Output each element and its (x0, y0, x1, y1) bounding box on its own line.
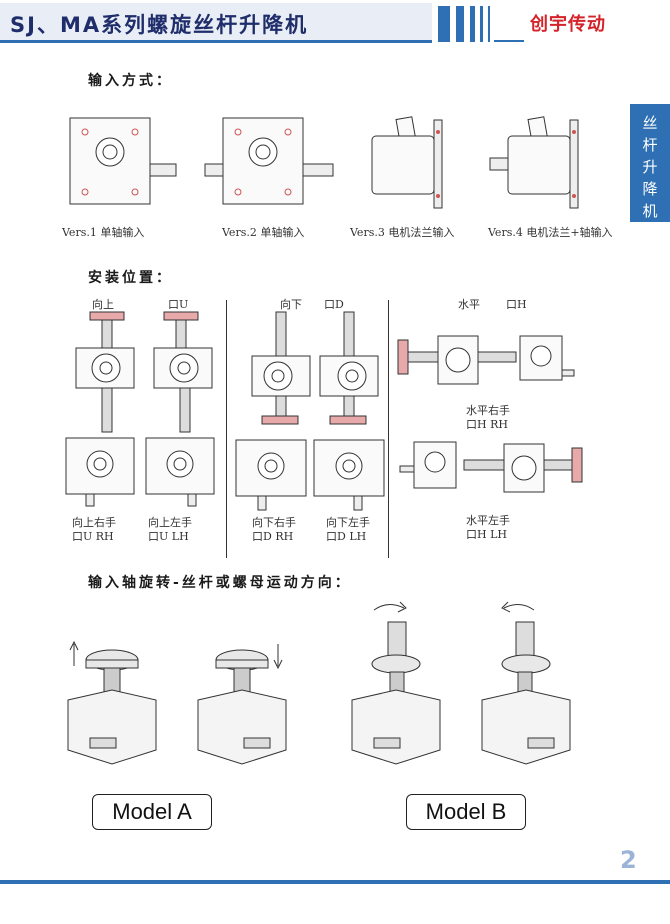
mount-down-code: 口D (324, 298, 344, 311)
vers4-label: Vers.4 电机法兰+轴输入 (488, 226, 613, 239)
mount-up-code: 口U (168, 298, 189, 311)
vers1-label: Vers.1 单轴输入 (62, 226, 145, 239)
side-tab-char: 降 (642, 180, 658, 198)
mount-horizontal-code: 口H (506, 298, 527, 311)
mount-down-right: 向下右手 口D RH (252, 516, 296, 544)
footer-rule (0, 880, 670, 884)
vers2-drawing (204, 117, 334, 205)
up-lh-front-drawing (145, 437, 215, 507)
down-lh-front-drawing (313, 439, 385, 511)
model-a-label: Model A (92, 794, 212, 830)
mount-down-left: 向下左手 口D LH (326, 516, 370, 544)
mount-up-left-line2: 口U LH (148, 530, 189, 543)
down-rh-side-drawing (251, 311, 311, 425)
horiz-lh-drawing (399, 441, 583, 493)
vers3-label: Vers.3 电机法兰输入 (350, 226, 455, 239)
up-rh-front-drawing (65, 437, 135, 507)
mount-up-right-line1: 向上右手 (72, 516, 116, 529)
up-rh-side-drawing (75, 311, 135, 433)
model-b-label: Model B (406, 794, 526, 830)
vers1-drawing (69, 117, 177, 205)
mount-horiz-left: 水平左手 口H LH (466, 514, 510, 542)
mount-horizontal-cn: 水平 (458, 298, 480, 311)
title-banner: SJ、MA系列螺旋丝杆升降机 (0, 3, 432, 43)
mount-horiz-right-line2: 口H RH (466, 418, 508, 431)
column-divider (226, 300, 227, 558)
section-input-method: 输入方式： (88, 73, 173, 89)
page-title: SJ、MA系列螺旋丝杆升降机 (10, 13, 309, 37)
mount-up-right: 向上右手 口U RH (72, 516, 116, 544)
down-rh-front-drawing (235, 439, 307, 511)
mount-down-left-line1: 向下左手 (326, 516, 370, 529)
model-b-left-drawing (351, 601, 441, 765)
page-number: 2 (620, 846, 637, 874)
page-header: SJ、MA系列螺旋丝杆升降机 创宇传动 (0, 0, 670, 48)
mount-up-left: 向上左手 口U LH (148, 516, 192, 544)
column-divider (388, 300, 389, 558)
brand-logo-text: 创宇传动 (530, 14, 606, 35)
mount-horiz-left-line2: 口H LH (466, 528, 507, 541)
side-tab-char: 杆 (642, 136, 658, 154)
mount-down-right-line2: 口D RH (252, 530, 294, 543)
section-rotation-direction: 输入轴旋转-丝杆或螺母运动方向： (88, 575, 352, 591)
horiz-rh-drawing (397, 335, 575, 385)
side-tab-char: 丝 (642, 114, 658, 132)
model-a-left-drawing (67, 640, 157, 765)
mount-up-left-line1: 向上左手 (148, 516, 192, 529)
vers2-label: Vers.2 单轴输入 (222, 226, 305, 239)
vers4-drawing (489, 116, 579, 209)
side-tab: 丝 杆 升 降 机 (630, 104, 670, 222)
side-tab-char: 升 (642, 158, 658, 176)
mount-down-left-line2: 口D LH (326, 530, 367, 543)
mount-down-right-line1: 向下右手 (252, 516, 296, 529)
down-lh-side-drawing (319, 311, 379, 425)
model-b-right-drawing (481, 601, 571, 765)
mount-up-right-line2: 口U RH (72, 530, 114, 543)
mount-up-cn: 向上 (92, 298, 114, 311)
side-tab-char: 机 (642, 202, 658, 220)
vers3-drawing (371, 116, 443, 209)
up-lh-side-drawing (153, 311, 213, 433)
section-mount-position: 安装位置： (88, 270, 173, 286)
mount-horiz-right: 水平右手 口H RH (466, 404, 510, 432)
mount-horiz-left-line1: 水平左手 (466, 514, 510, 527)
mount-horiz-right-line1: 水平右手 (466, 404, 510, 417)
mount-down-cn: 向下 (280, 298, 302, 311)
model-a-right-drawing (197, 644, 287, 765)
